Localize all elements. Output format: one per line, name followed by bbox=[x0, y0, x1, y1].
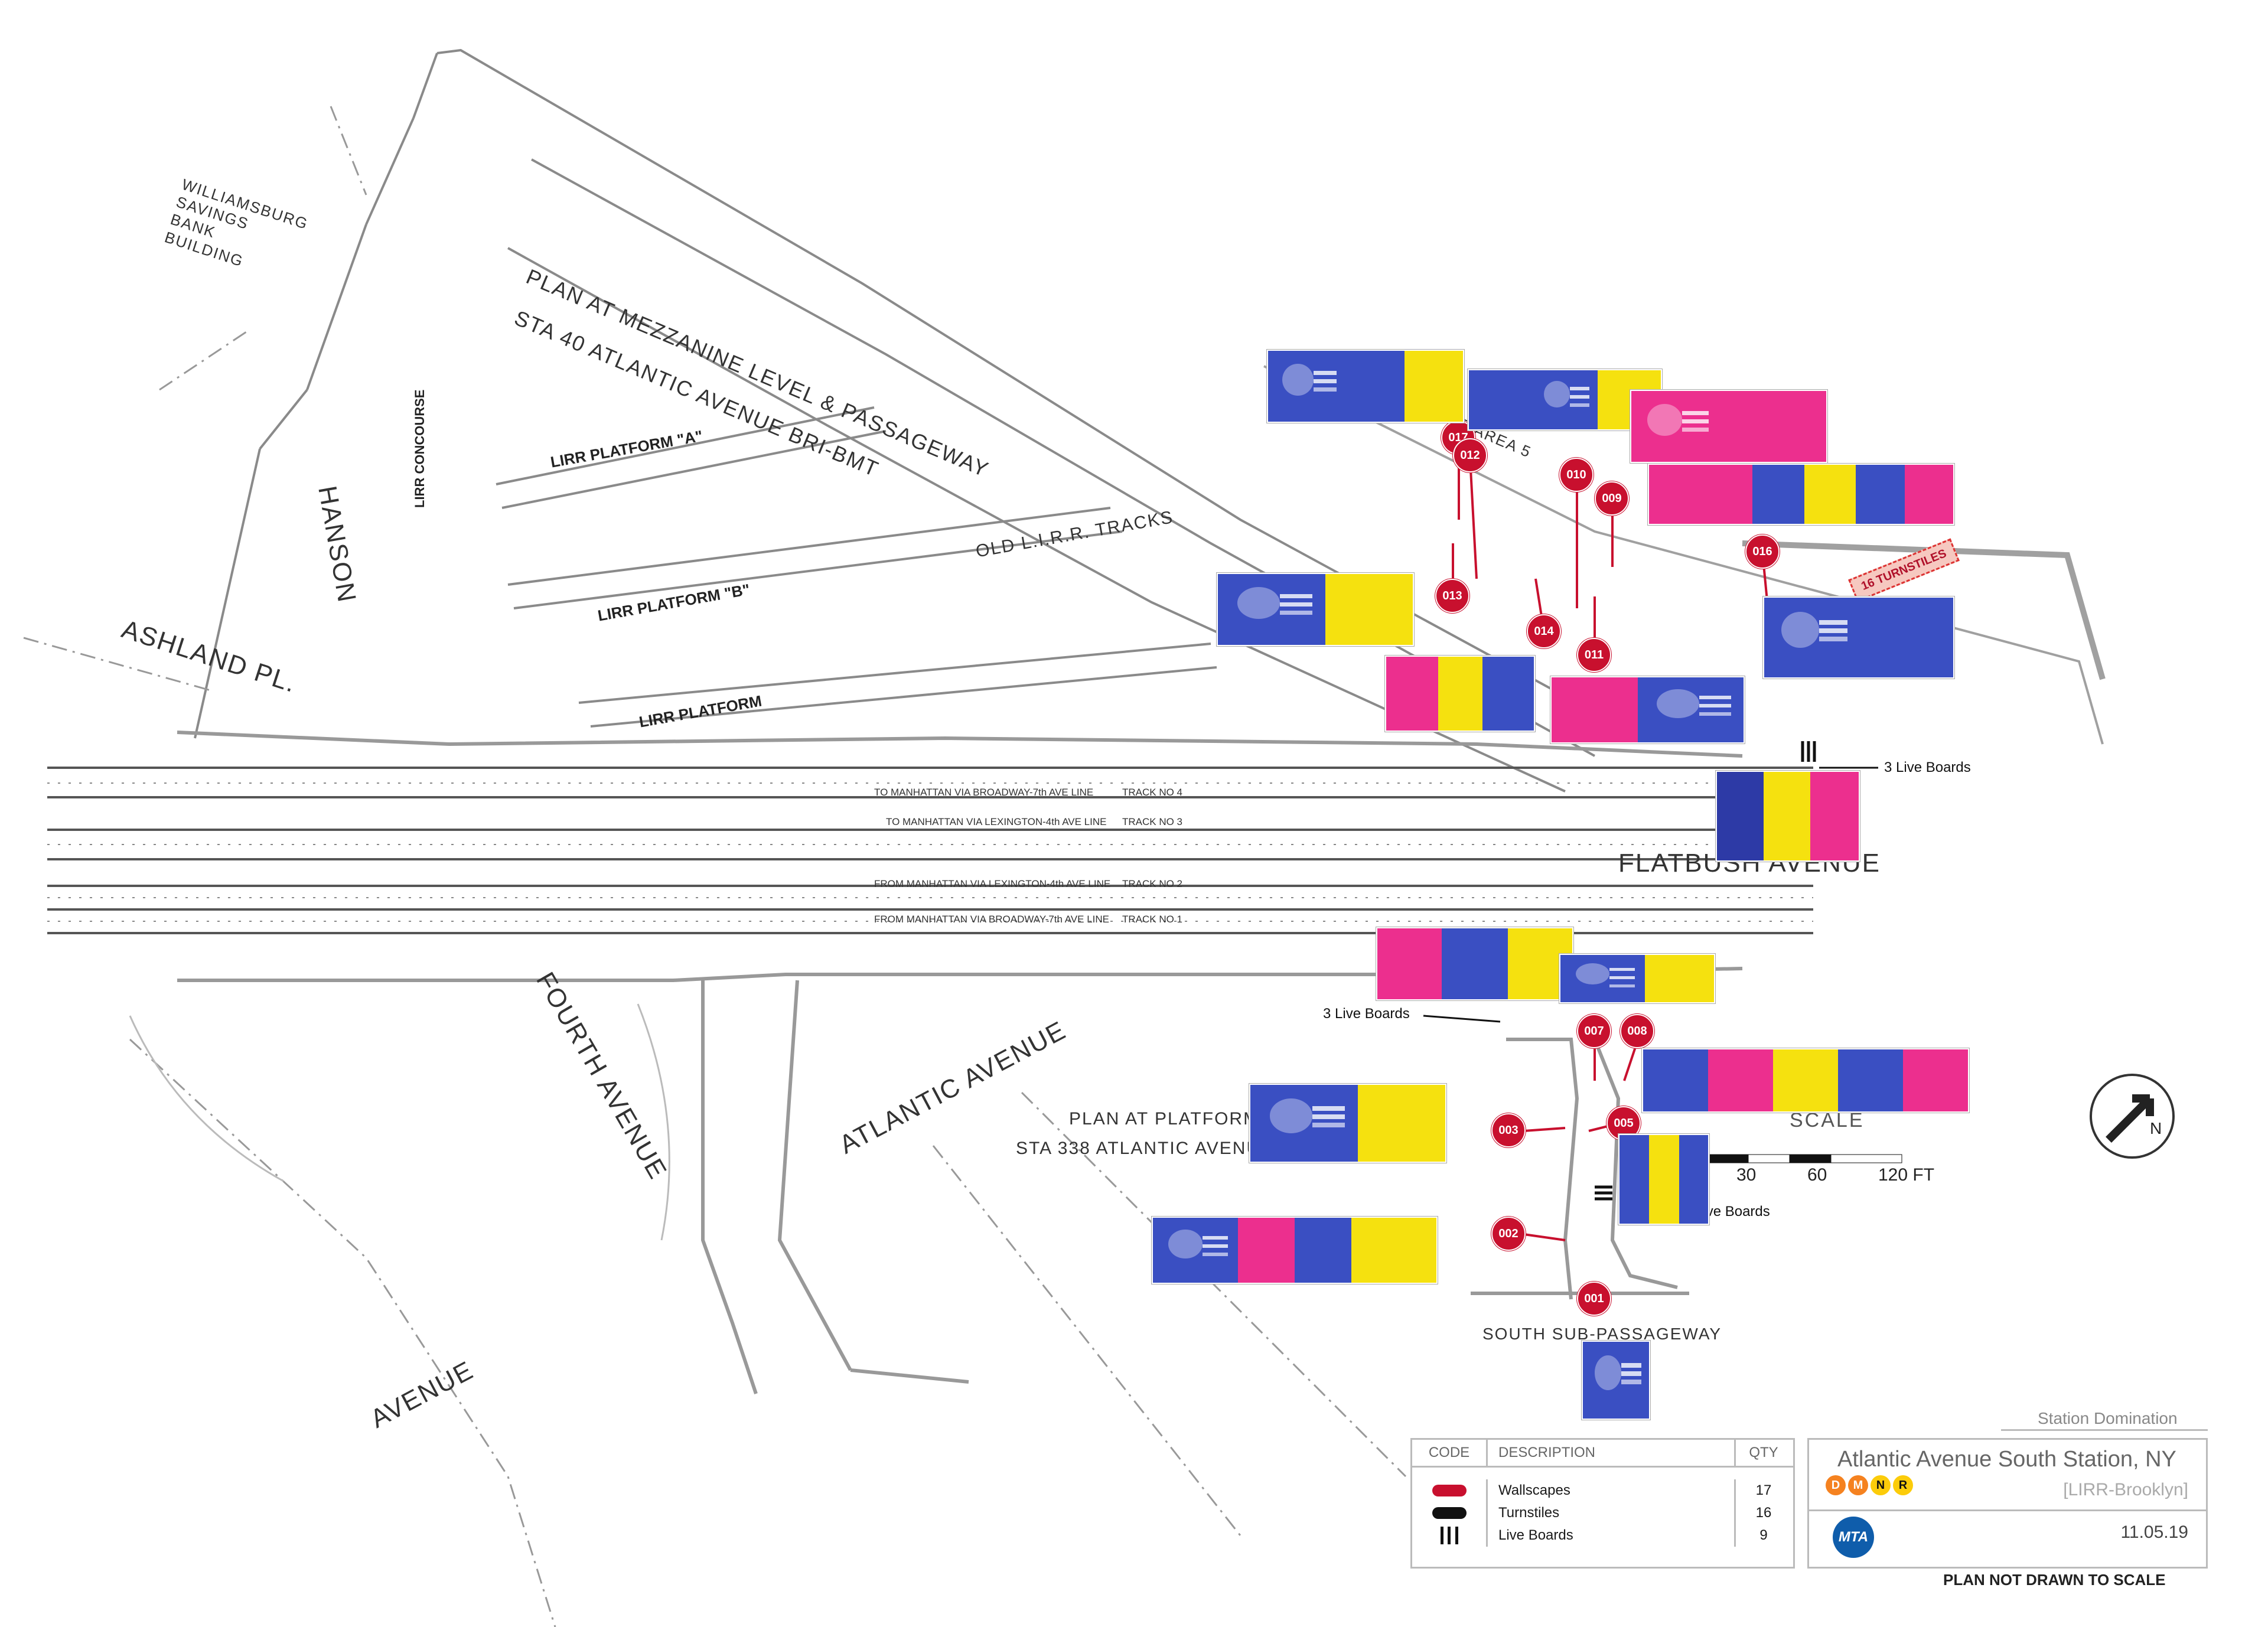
callout-live-boards-2: 3 Live Boards bbox=[1323, 1006, 1410, 1022]
station-subtitle: [LIRR-Brooklyn] bbox=[2063, 1480, 2188, 1499]
ad-placement-mezz-1[interactable] bbox=[1267, 350, 1464, 423]
plan-label-sta338: STA 338 ATLANTIC AVENUE bbox=[1016, 1139, 1274, 1158]
header-rule bbox=[2001, 1429, 2208, 1431]
ad-placement-south-3[interactable] bbox=[1152, 1217, 1438, 1284]
legend-row-wallscapes: Wallscapes 17 bbox=[1412, 1479, 1793, 1502]
legend-qty: 17 bbox=[1755, 1482, 1772, 1498]
marker-001[interactable]: 001 bbox=[1577, 1282, 1611, 1316]
legend-row-turnstiles: Turnstiles 16 bbox=[1412, 1502, 1793, 1524]
track-label-2: TO MANHATTAN VIA LEXINGTON-4th AVE LINE bbox=[886, 816, 1107, 827]
legend-header: CODE DESCRIPTION QTY bbox=[1412, 1440, 1793, 1468]
scale-tick-120: 120 FT bbox=[1878, 1165, 1935, 1185]
marker-016[interactable]: 016 bbox=[1745, 534, 1780, 569]
footer-note: PLAN NOT DRAWN TO SCALE bbox=[1943, 1571, 2166, 1589]
turnstile-symbol-icon bbox=[1432, 1507, 1467, 1519]
ad-placement-live-board-1[interactable] bbox=[1716, 771, 1860, 862]
wallscape-symbol-icon bbox=[1432, 1485, 1467, 1496]
plan-label-south-sub-passageway: SOUTH SUB-PASSAGEWAY bbox=[1482, 1325, 1722, 1343]
svg-text:N: N bbox=[2150, 1119, 2162, 1137]
legend-header-code: CODE bbox=[1412, 1440, 1488, 1466]
ad-placement-platform-2[interactable] bbox=[1559, 954, 1715, 1003]
station-title: Atlantic Avenue South Station, NY bbox=[1837, 1447, 2176, 1472]
ad-placement-mezz-3[interactable] bbox=[1630, 390, 1827, 463]
legend-desc: Wallscapes bbox=[1488, 1479, 1736, 1502]
legend-header-qty: QTY bbox=[1749, 1445, 1778, 1460]
track-number-3: TRACK NO 3 bbox=[1122, 816, 1183, 827]
ad-placement-live-board-3[interactable] bbox=[1618, 1134, 1709, 1225]
legend-header-description: DESCRIPTION bbox=[1488, 1440, 1736, 1466]
ad-placement-lirr-1[interactable] bbox=[1217, 573, 1414, 646]
track-label-1: TO MANHATTAN VIA BROADWAY-7th AVE LINE bbox=[874, 787, 1094, 798]
route-n-icon: N bbox=[1871, 1475, 1891, 1495]
track-number-2: TRACK NO 2 bbox=[1122, 878, 1183, 889]
ad-placement-south-sub-passageway[interactable] bbox=[1582, 1341, 1650, 1420]
north-arrow-icon: N bbox=[2090, 1074, 2175, 1159]
route-r-icon: R bbox=[1893, 1475, 1913, 1495]
marker-009[interactable]: 009 bbox=[1595, 481, 1629, 516]
marker-008[interactable]: 008 bbox=[1620, 1014, 1654, 1048]
route-m-icon: M bbox=[1848, 1475, 1868, 1495]
marker-010[interactable]: 010 bbox=[1559, 458, 1594, 492]
route-bullets: D M N R bbox=[1826, 1475, 1913, 1495]
legend-qty: 9 bbox=[1759, 1527, 1768, 1543]
title-block: Atlantic Avenue South Station, NY D M N … bbox=[1807, 1438, 2208, 1569]
legend-table: CODE DESCRIPTION QTY Wallscapes 17 Turns… bbox=[1410, 1438, 1795, 1569]
title-divider bbox=[1809, 1509, 2206, 1511]
marker-011[interactable]: 012 bbox=[1453, 438, 1487, 472]
station-domination-label: Station Domination bbox=[2038, 1409, 2178, 1427]
ad-placement-lirr-3[interactable] bbox=[1550, 676, 1745, 744]
marker-003[interactable]: 003 bbox=[1491, 1113, 1526, 1147]
legend-qty: 16 bbox=[1755, 1505, 1772, 1521]
marker-007[interactable]: 007 bbox=[1577, 1014, 1611, 1048]
legend-row-live-boards: Live Boards 9 bbox=[1412, 1524, 1793, 1547]
marker-013[interactable]: 014 bbox=[1527, 614, 1561, 648]
marker-002[interactable]: 002 bbox=[1491, 1217, 1526, 1251]
callout-live-boards-1: 3 Live Boards bbox=[1884, 759, 1971, 775]
legend-desc: Live Boards bbox=[1488, 1524, 1736, 1547]
track-label-4: FROM MANHATTAN VIA BROADWAY-7th AVE LINE bbox=[874, 914, 1110, 925]
legend-desc: Turnstiles bbox=[1488, 1502, 1736, 1524]
ad-placement-mezz-4[interactable] bbox=[1648, 464, 1954, 525]
plan-date: 11.05.19 bbox=[2120, 1522, 2188, 1542]
ad-placement-turnstile-area[interactable] bbox=[1763, 596, 1954, 679]
ad-placement-south-2[interactable] bbox=[1249, 1084, 1446, 1163]
label-lirr-concourse: LIRR CONCOURSE bbox=[412, 389, 427, 508]
scale-bar bbox=[1706, 1154, 1902, 1163]
marker-014[interactable]: 011 bbox=[1577, 638, 1611, 672]
track-number-4: TRACK NO 4 bbox=[1122, 787, 1183, 798]
scale-tick-30: 30 bbox=[1736, 1165, 1757, 1185]
ad-placement-lirr-2[interactable] bbox=[1385, 656, 1535, 732]
ad-placement-platform-1[interactable] bbox=[1376, 927, 1573, 1000]
track-number-1: TRACK NO 1 bbox=[1122, 914, 1183, 925]
scale-tick-60: 60 bbox=[1807, 1165, 1827, 1185]
mta-logo: MTA bbox=[1833, 1517, 1874, 1558]
track-label-3: FROM MANHATTAN VIA LEXINGTON-4th AVE LIN… bbox=[874, 878, 1111, 889]
live-board-symbol-icon bbox=[1440, 1527, 1458, 1544]
route-d-icon: D bbox=[1826, 1475, 1846, 1495]
marker-012[interactable]: 013 bbox=[1435, 579, 1469, 613]
scale-label: SCALE bbox=[1790, 1109, 1865, 1132]
ad-placement-south-1[interactable] bbox=[1642, 1048, 1969, 1113]
